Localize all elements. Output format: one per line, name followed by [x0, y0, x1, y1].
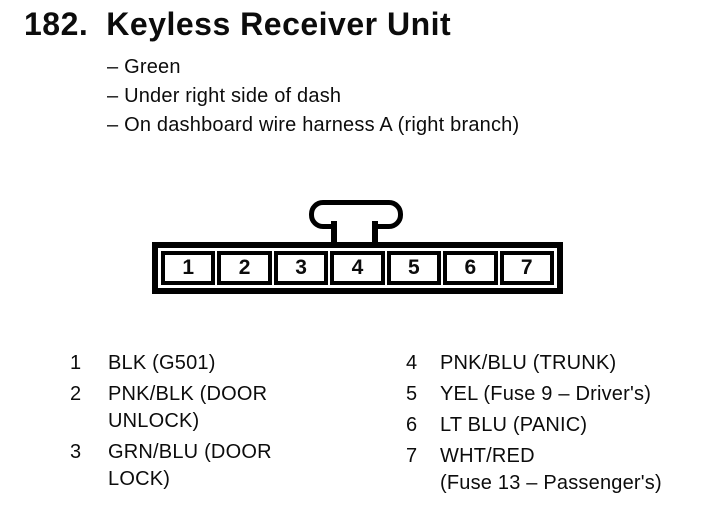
connector-pin-4: 4 — [330, 251, 385, 285]
pin-description: PNK/BLK (DOOR UNLOCK) — [108, 383, 268, 432]
pin-description: WHT/RED (Fuse 13 – Passenger's) — [440, 445, 662, 494]
pin-number: 2 — [70, 383, 82, 405]
connector-pin-5: 5 — [386, 251, 442, 285]
note-line: – On dashboard wire harness A (right bra… — [107, 114, 520, 136]
pin-description: LT BLU (PANIC) — [440, 414, 588, 436]
section-heading: 182. Keyless Receiver Unit — [24, 6, 451, 43]
connector-pin-3: 3 — [273, 251, 329, 285]
connector-pin-1: 1 — [161, 251, 216, 285]
location-notes: – Green – Under right side of dash – On … — [107, 53, 519, 140]
connector-pin-7: 7 — [499, 251, 554, 285]
connector-latch-stem — [331, 221, 378, 245]
pinout-row: 1 BLK (G501) — [70, 350, 370, 377]
pinout-row: 2 PNK/BLK (DOOR UNLOCK) — [70, 381, 370, 435]
pinout-row: 5 YEL (Fuse 9 – Driver's) — [406, 381, 704, 408]
pin-description: BLK (G501) — [108, 352, 216, 374]
note-line: – Green — [107, 56, 181, 78]
pin-description: GRN/BLU (DOOR LOCK) — [108, 441, 272, 490]
pin-description: YEL (Fuse 9 – Driver's) — [440, 383, 652, 405]
connector-diagram: 1 2 3 4 5 6 7 — [152, 242, 563, 294]
pin-description: PNK/BLU (TRUNK) — [440, 352, 617, 374]
connector-pin-2: 2 — [217, 251, 272, 285]
pin-number: 5 — [406, 383, 418, 405]
pinout-row: 6 LT BLU (PANIC) — [406, 412, 704, 439]
connector-pin-6: 6 — [443, 251, 498, 285]
pin-number: 4 — [406, 352, 418, 374]
pin-number: 6 — [406, 414, 418, 436]
pinout-row: 3 GRN/BLU (DOOR LOCK) — [70, 439, 370, 493]
pinout-list-right: 4 PNK/BLU (TRUNK) 5 YEL (Fuse 9 – Driver… — [406, 350, 704, 501]
pinout-list-left: 1 BLK (G501) 2 PNK/BLK (DOOR UNLOCK) 3 G… — [70, 350, 370, 497]
pin-number: 1 — [70, 352, 82, 374]
pin-number: 7 — [406, 445, 418, 467]
pinout-row: 4 PNK/BLU (TRUNK) — [406, 350, 704, 377]
pin-number: 3 — [70, 441, 82, 463]
pinout-row: 7 WHT/RED (Fuse 13 – Passenger's) — [406, 443, 704, 497]
section-number: 182. — [24, 6, 89, 42]
note-line: – Under right side of dash — [107, 85, 342, 107]
page-title: Keyless Receiver Unit — [106, 6, 452, 42]
